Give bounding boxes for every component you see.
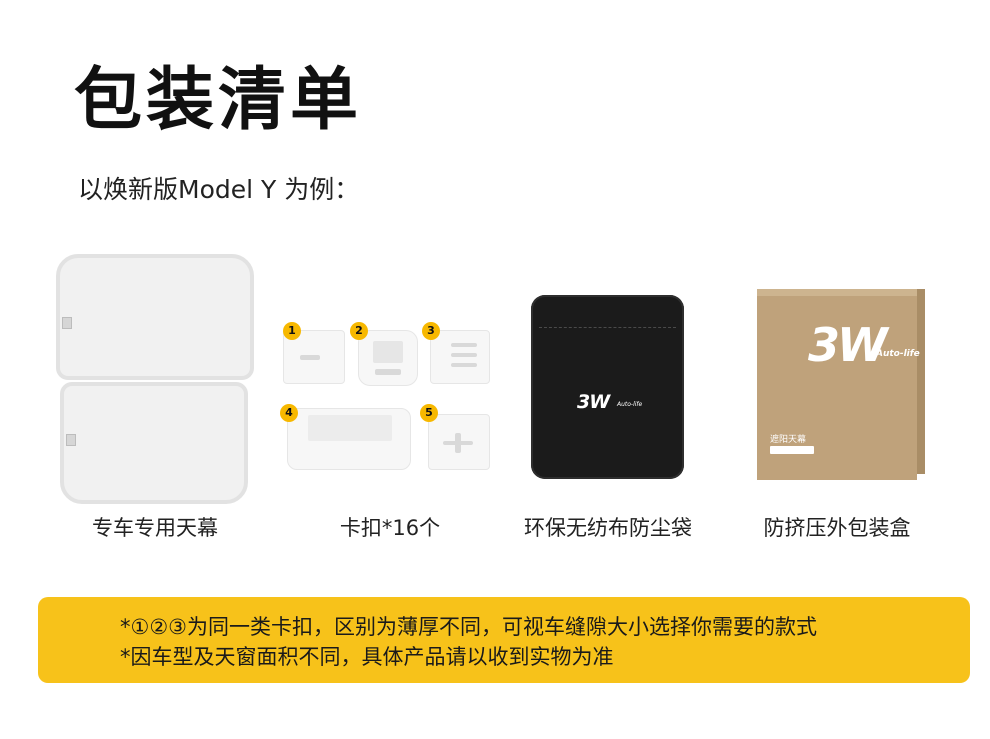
shade-tab bbox=[62, 317, 72, 329]
clip-badge-5: 5 bbox=[420, 404, 438, 422]
page-subtitle: 以焕新版Model Y 为例： bbox=[78, 175, 360, 204]
item-caption-shade: 专车专用天幕 bbox=[92, 516, 218, 540]
clip-4 bbox=[287, 408, 411, 470]
brand-logo: 3W bbox=[577, 391, 610, 413]
clip-badge-3: 3 bbox=[422, 322, 440, 340]
shade-tab bbox=[66, 434, 76, 446]
note-banner: *①②③为同一类卡扣，区别为薄厚不同，可视车缝隙大小选择你需要的款式 *因车型及… bbox=[38, 597, 970, 683]
box-label-bar bbox=[770, 446, 814, 454]
dust-bag-image: 3W Auto-life bbox=[531, 295, 684, 479]
shade-panel-front bbox=[56, 254, 254, 380]
page-title: 包装清单 bbox=[74, 61, 363, 140]
brand-logo-sub: Auto-life bbox=[617, 401, 643, 408]
note-line-2: *因车型及天窗面积不同，具体产品请以收到实物为准 bbox=[120, 645, 614, 669]
clip-5 bbox=[428, 414, 490, 470]
box-brand-logo: 3W bbox=[808, 318, 888, 372]
clip-3 bbox=[430, 330, 490, 384]
clip-2 bbox=[358, 330, 418, 386]
box-brand-logo-sub: Auto-life bbox=[876, 349, 920, 359]
note-line-1: *①②③为同一类卡扣，区别为薄厚不同，可视车缝隙大小选择你需要的款式 bbox=[120, 615, 817, 639]
shade-panel-rear bbox=[60, 382, 248, 504]
clip-badge-1: 1 bbox=[283, 322, 301, 340]
item-caption-box: 防挤压外包装盒 bbox=[763, 516, 911, 540]
box-label: 遮阳天幕 bbox=[770, 435, 807, 445]
item-caption-clips: 卡扣*16个 bbox=[339, 516, 441, 540]
item-caption-bag: 环保无纺布防尘袋 bbox=[524, 516, 692, 540]
clip-badge-4: 4 bbox=[280, 404, 298, 422]
clip-badge-2: 2 bbox=[350, 322, 368, 340]
